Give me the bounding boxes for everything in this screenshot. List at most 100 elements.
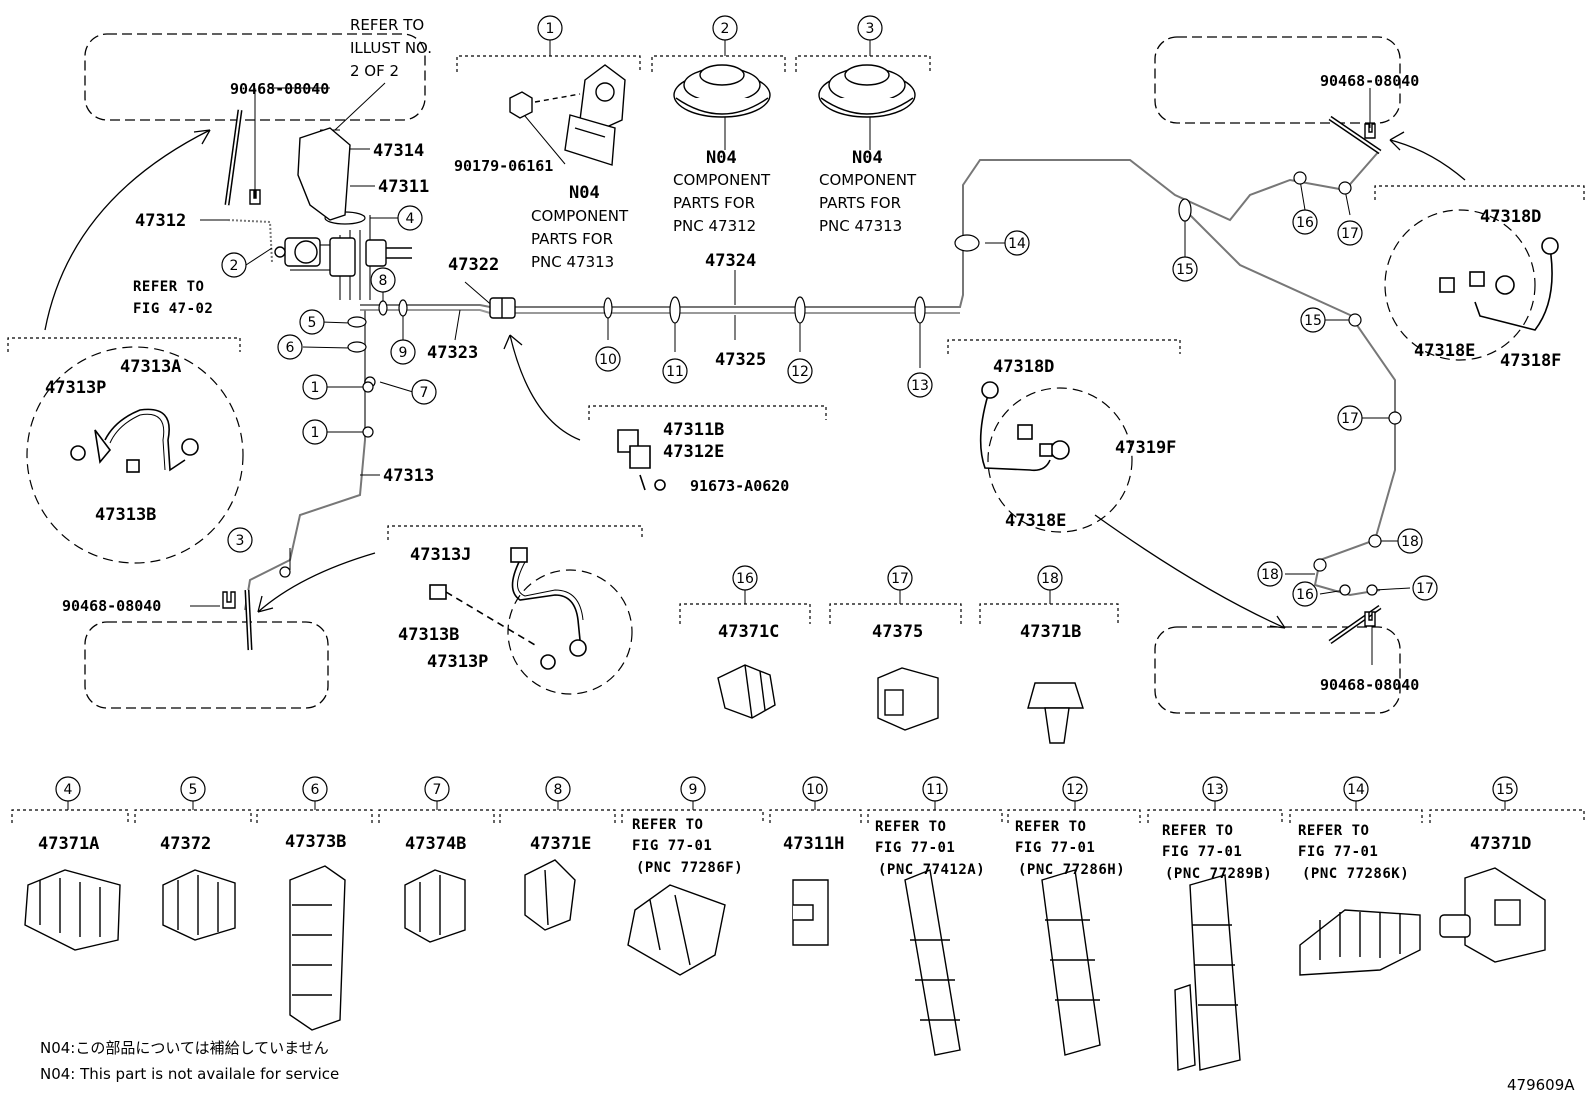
label-47313: 47313: [383, 466, 434, 486]
reference-boxes: [84, 33, 1401, 714]
fig-77-01-9: FIG 77-01: [632, 838, 712, 854]
refer-illust-line2: ILLUST NO.: [350, 39, 432, 57]
label-n04-group2: N04: [706, 148, 737, 168]
callout-17-c: 17: [1416, 581, 1434, 597]
callout-16-b: 16: [1296, 587, 1314, 603]
callout-18-group: 18: [1041, 571, 1059, 587]
ref-box-top-right: [1154, 36, 1401, 124]
callout-15-a: 15: [1176, 262, 1194, 278]
refer-to-14: REFER TO: [1298, 823, 1369, 839]
callout-14-group: 14: [1347, 782, 1365, 798]
callout-8-group: 8: [554, 782, 563, 798]
label-47313B-mid: 47313B: [398, 625, 459, 645]
clip-marker-10: [603, 297, 613, 319]
callout-17-b: 17: [1341, 411, 1359, 427]
callout-11: 11: [666, 364, 684, 380]
refer-illust-line3: 2 OF 2: [350, 62, 399, 80]
ref-box-top-left: [84, 33, 426, 121]
master-cylinder-body: [297, 127, 351, 221]
label-47312: 47312: [135, 211, 186, 231]
callout-9-group: 9: [689, 782, 698, 798]
clip-marker-12: [794, 296, 806, 324]
label-47371B: 47371B: [1020, 622, 1081, 642]
label-47319F: 47319F: [1115, 438, 1176, 458]
refer-to-13: REFER TO: [1162, 823, 1233, 839]
callout-15-group: 15: [1496, 782, 1514, 798]
comp-line2-group2: PARTS FOR: [673, 194, 755, 212]
clip-marker-9: [398, 299, 408, 317]
callout-1-left-b: 1: [311, 425, 320, 441]
component-sketches: [222, 64, 1382, 651]
label-90468-top-right: 90468-08040: [1320, 72, 1419, 90]
callout-2: 2: [721, 21, 730, 37]
label-90468-bottom-left: 90468-08040: [62, 597, 161, 615]
label-47318E-left: 47318E: [1005, 511, 1066, 531]
clip-marker-6: [347, 341, 367, 353]
callout-16-group: 16: [736, 571, 754, 587]
label-47318E-right: 47318E: [1414, 341, 1475, 361]
label-47371D: 47371D: [1470, 834, 1531, 854]
label-47311B: 47311B: [663, 420, 724, 440]
callout-1-left-a: 1: [311, 380, 320, 396]
label-47322: 47322: [448, 255, 499, 275]
label-47311H: 47311H: [783, 834, 844, 854]
callout-4: 4: [406, 211, 415, 227]
clip-part-sketches: [24, 664, 1546, 1071]
refer-to-fig-47-line1: REFER TO: [133, 279, 204, 295]
fig-77-01-14: FIG 77-01: [1298, 844, 1378, 860]
pnc-77286K: (PNC 77286K): [1302, 866, 1409, 882]
pnc-47313-group3: PNC 47313: [819, 217, 902, 235]
callout-10-group: 10: [806, 782, 824, 798]
note-english: N04: This part is not availale for servi…: [40, 1065, 339, 1083]
label-47371A: 47371A: [38, 834, 99, 854]
callout-1: 1: [546, 21, 555, 37]
callout-circle-1-top: [537, 15, 563, 41]
hose-details: [70, 237, 1559, 670]
label-47318D-left: 47318D: [993, 357, 1054, 377]
label-47372: 47372: [160, 834, 211, 854]
label-90179: 90179-06161: [454, 157, 553, 175]
label-47318F: 47318F: [1500, 351, 1561, 371]
label-90468-bottom-right: 90468-08040: [1320, 676, 1419, 694]
label-47313P-left: 47313P: [45, 378, 106, 398]
part-labels: REFER TO ILLUST NO. 2 OF 2 90468-08040 4…: [38, 16, 1561, 882]
callout-12: 12: [791, 364, 809, 380]
label-47325: 47325: [715, 350, 766, 370]
callout-13-group: 13: [1206, 782, 1224, 798]
clip-marker-13: [914, 296, 926, 324]
fig-77-01-12: FIG 77-01: [1015, 840, 1095, 856]
callout-13: 13: [911, 378, 929, 394]
label-47311: 47311: [378, 177, 429, 197]
callout-16-a: 16: [1296, 215, 1314, 231]
label-47371C: 47371C: [718, 622, 779, 642]
callout-15-b: 15: [1304, 313, 1322, 329]
callout-17-a: 17: [1341, 226, 1359, 242]
callout-7-group: 7: [433, 782, 442, 798]
callout-7: 7: [420, 385, 429, 401]
pnc-77289B: (PNC 77289B): [1165, 866, 1272, 882]
label-47313J: 47313J: [410, 545, 471, 565]
pnc-47313-group1: PNC 47313: [531, 253, 614, 271]
callout-circles: [55, 15, 1518, 802]
pnc-47312-group2: PNC 47312: [673, 217, 756, 235]
callout-2-left: 2: [230, 258, 239, 274]
label-47313A: 47313A: [120, 357, 181, 377]
callout-5-group: 5: [189, 782, 198, 798]
comp-line1-group3: COMPONENT: [819, 171, 917, 189]
callout-18-a: 18: [1401, 534, 1419, 550]
fig-77-01-13: FIG 77-01: [1162, 844, 1242, 860]
callout-6-group: 6: [311, 782, 320, 798]
refer-to-9: REFER TO: [632, 817, 703, 833]
label-47373B: 47373B: [285, 832, 346, 852]
leader-lines: [190, 40, 1411, 665]
pnc-77286H: (PNC 77286H): [1018, 862, 1125, 878]
label-47312E: 47312E: [663, 442, 724, 462]
ref-box-bottom-left: [84, 621, 329, 709]
callout-9: 9: [399, 345, 408, 361]
ref-box-bottom-right: [1154, 626, 1401, 714]
refer-to-11: REFER TO: [875, 819, 946, 835]
pnc-77286F: (PNC 77286F): [636, 860, 743, 876]
label-47371E: 47371E: [530, 834, 591, 854]
group-brackets: [7, 55, 1585, 823]
